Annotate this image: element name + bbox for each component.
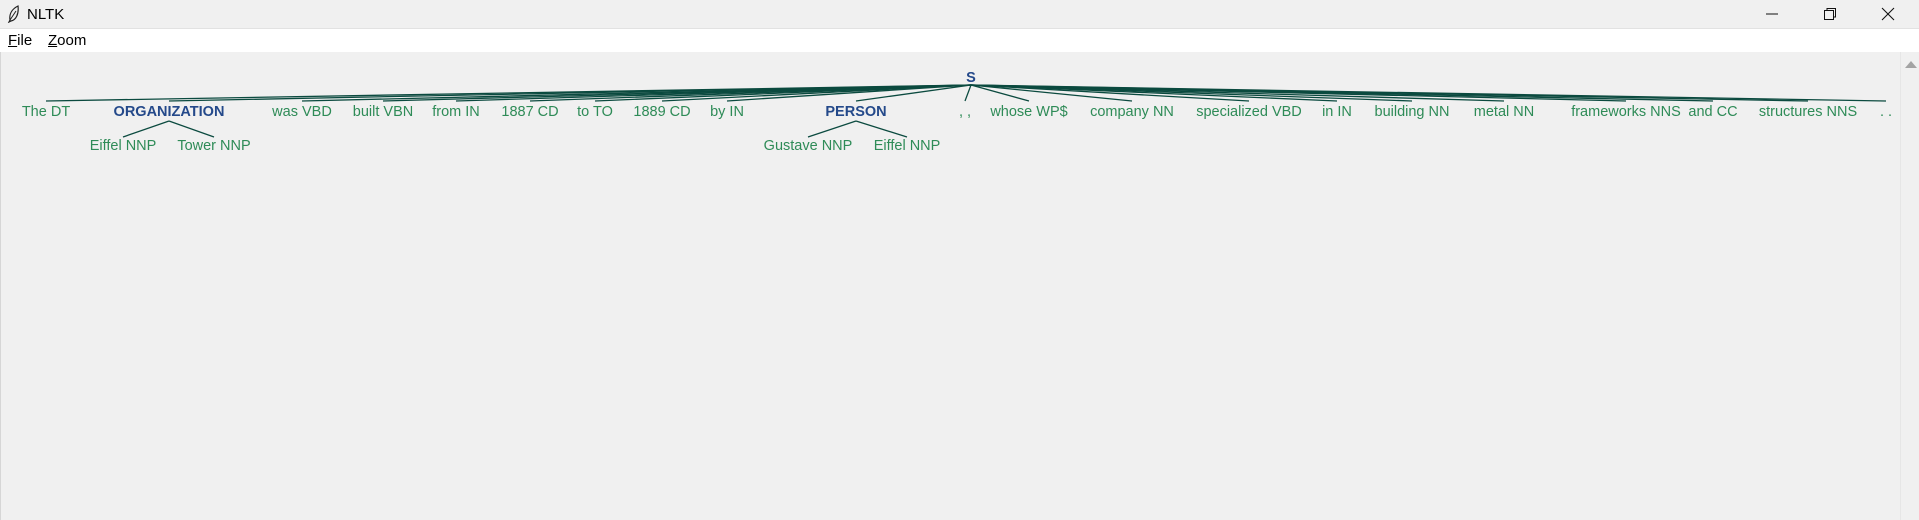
scroll-up-arrow-icon[interactable]: [1905, 61, 1917, 68]
token-by[interactable]: by IN: [710, 104, 744, 120]
node-person[interactable]: PERSON: [825, 104, 886, 120]
token-eiffel-person[interactable]: Eiffel NNP: [874, 138, 941, 154]
token-comma[interactable]: , ,: [959, 104, 971, 120]
close-button[interactable]: [1860, 0, 1916, 28]
token-tower[interactable]: Tower NNP: [177, 138, 250, 154]
root-node-s[interactable]: S: [966, 70, 976, 86]
parse-tree: S The DT ORGANIZATION was VBD built VBN …: [22, 70, 1892, 154]
token-gustave[interactable]: Gustave NNP: [764, 138, 853, 154]
token-whose[interactable]: whose WP$: [989, 104, 1067, 120]
token-metal[interactable]: metal NN: [1474, 104, 1534, 120]
root-edges: [45, 84, 1887, 102]
token-was[interactable]: was VBD: [271, 104, 332, 120]
token-built[interactable]: built VBN: [353, 104, 413, 120]
token-building[interactable]: building NN: [1375, 104, 1450, 120]
token-in[interactable]: in IN: [1322, 104, 1352, 120]
token-to[interactable]: to TO: [577, 104, 613, 120]
vertical-scrollbar[interactable]: [1900, 52, 1919, 520]
menu-zoom[interactable]: Zoom: [48, 32, 87, 49]
token-eiffel-org[interactable]: Eiffel NNP: [90, 138, 157, 154]
token-period[interactable]: . .: [1880, 104, 1892, 120]
restore-button[interactable]: [1802, 0, 1858, 28]
child-row: Eiffel NNP Tower NNP Gustave NNP Eiffel …: [90, 138, 941, 154]
token-row: The DT ORGANIZATION was VBD built VBN fr…: [22, 104, 1892, 120]
menu-file[interactable]: File: [8, 32, 33, 49]
token-structures[interactable]: structures NNS: [1759, 104, 1857, 120]
tree-canvas[interactable]: S The DT ORGANIZATION was VBD built VBN …: [0, 52, 1901, 520]
token-the[interactable]: The DT: [22, 104, 70, 120]
restore-icon: [1824, 8, 1836, 20]
menu-bar: File Zoom: [0, 29, 1919, 52]
close-icon: [1881, 7, 1895, 21]
organization-edges: [122, 120, 215, 138]
person-edges: [807, 120, 908, 138]
token-1887[interactable]: 1887 CD: [501, 104, 558, 120]
minimize-icon: [1766, 13, 1778, 15]
node-organization[interactable]: ORGANIZATION: [114, 104, 225, 120]
token-from[interactable]: from IN: [432, 104, 480, 120]
minimize-button[interactable]: [1744, 0, 1800, 28]
token-and[interactable]: and CC: [1688, 104, 1737, 120]
feather-icon: [7, 5, 19, 23]
title-bar: NLTK: [0, 0, 1919, 29]
window-title: NLTK: [27, 6, 65, 23]
token-company[interactable]: company NN: [1090, 104, 1174, 120]
token-frameworks[interactable]: frameworks NNS: [1571, 104, 1681, 120]
token-specialized[interactable]: specialized VBD: [1196, 104, 1302, 120]
token-1889[interactable]: 1889 CD: [633, 104, 690, 120]
